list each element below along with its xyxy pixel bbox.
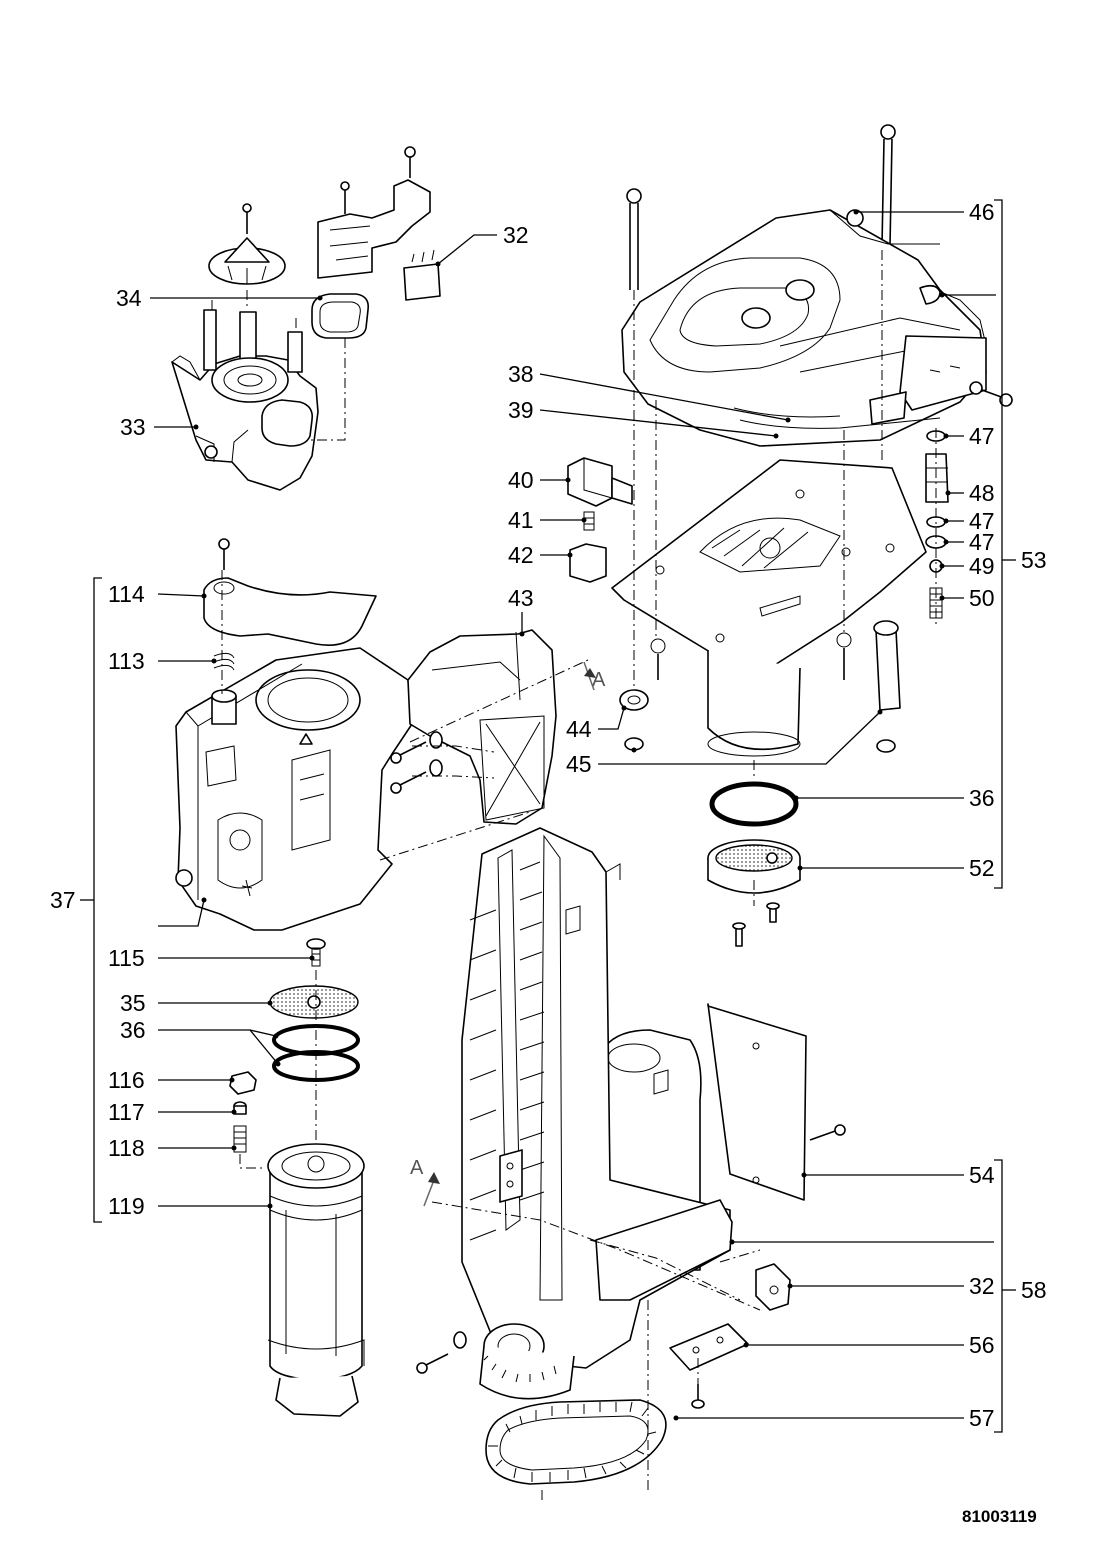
- screw-icon: [809, 1124, 846, 1141]
- callout-47: 47: [969, 508, 995, 534]
- callout-39: 39: [508, 397, 534, 423]
- side-screw-icon: [969, 381, 1013, 407]
- seal-and-sieve-right: [707, 781, 801, 947]
- callout-116: 116: [108, 1067, 145, 1093]
- callout-45: 45: [566, 751, 592, 777]
- callout-34: 34: [116, 285, 142, 311]
- callout-54: 54: [969, 1162, 995, 1188]
- callout-44: 44: [566, 716, 592, 742]
- washer-screw-icon: [650, 632, 852, 680]
- screw-icon: [390, 731, 443, 794]
- callout-53: 53: [1021, 547, 1047, 573]
- callout-47: 47: [969, 529, 995, 555]
- section-mark-lower: A: [410, 1157, 440, 1207]
- brew-unit-top-group: [171, 146, 441, 491]
- callout-40: 40: [508, 467, 534, 493]
- screw-icon: [306, 938, 326, 967]
- callout-42: 42: [508, 542, 534, 568]
- callout-58: 58: [1021, 1277, 1047, 1303]
- section-mark-upper: A: [583, 661, 606, 691]
- gear-icon: [619, 620, 901, 753]
- drive-unit-group: [416, 827, 846, 1500]
- funnel-cap: [208, 237, 286, 285]
- drive-motor: [707, 650, 801, 757]
- heater-block: [621, 209, 987, 447]
- screw-icon: [242, 146, 416, 234]
- callout-48: 48: [969, 480, 995, 506]
- callout-41: 41: [508, 507, 534, 533]
- long-screw-icon: [626, 124, 896, 290]
- callout-113: 113: [108, 648, 145, 674]
- screw-icon: [691, 1384, 705, 1409]
- callout-33: 33: [120, 414, 146, 440]
- callout-49: 49: [969, 553, 995, 579]
- seal-gasket: [311, 293, 370, 339]
- callout-43: 43: [508, 585, 534, 611]
- brew-body: [171, 290, 346, 491]
- callout-47: 47: [969, 423, 995, 449]
- callout-114: 114: [108, 581, 145, 607]
- callout-56: 56: [969, 1332, 995, 1358]
- brewing-chamber-group: [175, 538, 589, 1417]
- document-number: 81003119: [962, 1507, 1037, 1526]
- callout-117: 117: [108, 1099, 145, 1125]
- svg-text:A: A: [592, 669, 606, 691]
- callout-38: 38: [508, 361, 534, 387]
- callout-115: 115: [108, 945, 145, 971]
- group-brackets: [80, 199, 1016, 1433]
- switch-holder: [567, 457, 633, 583]
- valve-stack: [925, 428, 949, 628]
- nozzle-parts: [229, 1071, 262, 1169]
- callout-32: 32: [969, 1273, 995, 1299]
- callout-labels: 32 34 33 46 38 39 47 48 47 47 49 50 53 4…: [50, 199, 1047, 1431]
- screw-icon: [416, 1353, 449, 1374]
- svg-text:A: A: [410, 1157, 424, 1179]
- leader-lines: [150, 209, 996, 1421]
- callout-50: 50: [969, 585, 995, 611]
- screw-icon: [218, 538, 230, 570]
- callout-36: 36: [969, 785, 995, 811]
- callout-37: 37: [50, 887, 76, 913]
- top-plate-group: [567, 124, 1013, 780]
- callout-119: 119: [108, 1193, 145, 1219]
- callout-32: 32: [503, 222, 529, 248]
- callout-36: 36: [120, 1017, 146, 1043]
- callout-52: 52: [969, 855, 995, 881]
- callout-118: 118: [108, 1135, 145, 1161]
- callout-35: 35: [120, 990, 146, 1016]
- callout-57: 57: [969, 1405, 995, 1431]
- callout-46: 46: [969, 199, 995, 225]
- valve-bracket: [317, 179, 441, 301]
